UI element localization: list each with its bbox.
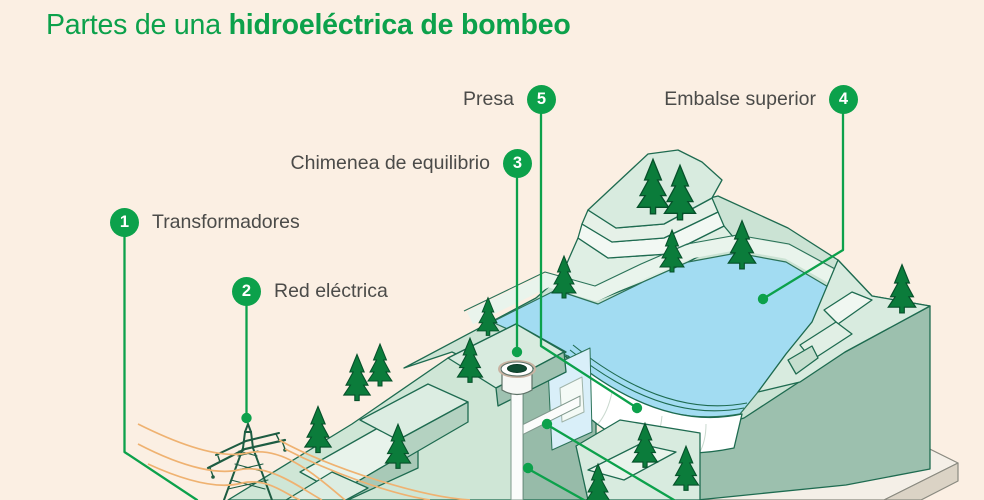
- callout-embalse: Embalse superior 4: [664, 84, 858, 114]
- badge-1: 1: [110, 207, 139, 237]
- title-bold: hidroeléctrica de bombeo: [228, 9, 571, 41]
- callout-text-red-electrica: Red eléctrica: [274, 279, 388, 302]
- callout-text-presa: Presa: [463, 87, 514, 110]
- badge-3: 3: [503, 148, 532, 178]
- leader-transformadores: [123, 234, 199, 500]
- leader-presa: [539, 112, 636, 408]
- transmission-tower: [206, 421, 287, 500]
- badge-2: 2: [232, 276, 261, 306]
- terrain: [227, 149, 931, 500]
- leader-lines: [123, 112, 845, 500]
- badge-5: 5: [527, 84, 556, 114]
- callout-chimenea: Chimenea de equilibrio 3: [291, 148, 532, 178]
- penstock-pipe: [510, 391, 581, 500]
- page-title: Partes de una hidroeléctrica de bombeo: [46, 9, 571, 42]
- badge-4: 4: [829, 84, 858, 114]
- leader-embalse: [764, 112, 845, 299]
- callout-presa: Presa 5: [463, 84, 556, 114]
- title-prefix: Partes de una: [46, 9, 229, 41]
- callout-text-embalse: Embalse superior: [664, 87, 816, 110]
- callout-text-chimenea: Chimenea de equilibrio: [290, 151, 490, 174]
- callout-red-electrica: 2 Red eléctrica: [232, 276, 388, 306]
- callout-transformadores: 1 Transformadores: [110, 207, 300, 237]
- rock-ridge: [757, 259, 931, 393]
- power-lines: [137, 423, 471, 500]
- callout-text-transformadores: Transformadores: [152, 210, 300, 233]
- surge-tank: [498, 360, 536, 396]
